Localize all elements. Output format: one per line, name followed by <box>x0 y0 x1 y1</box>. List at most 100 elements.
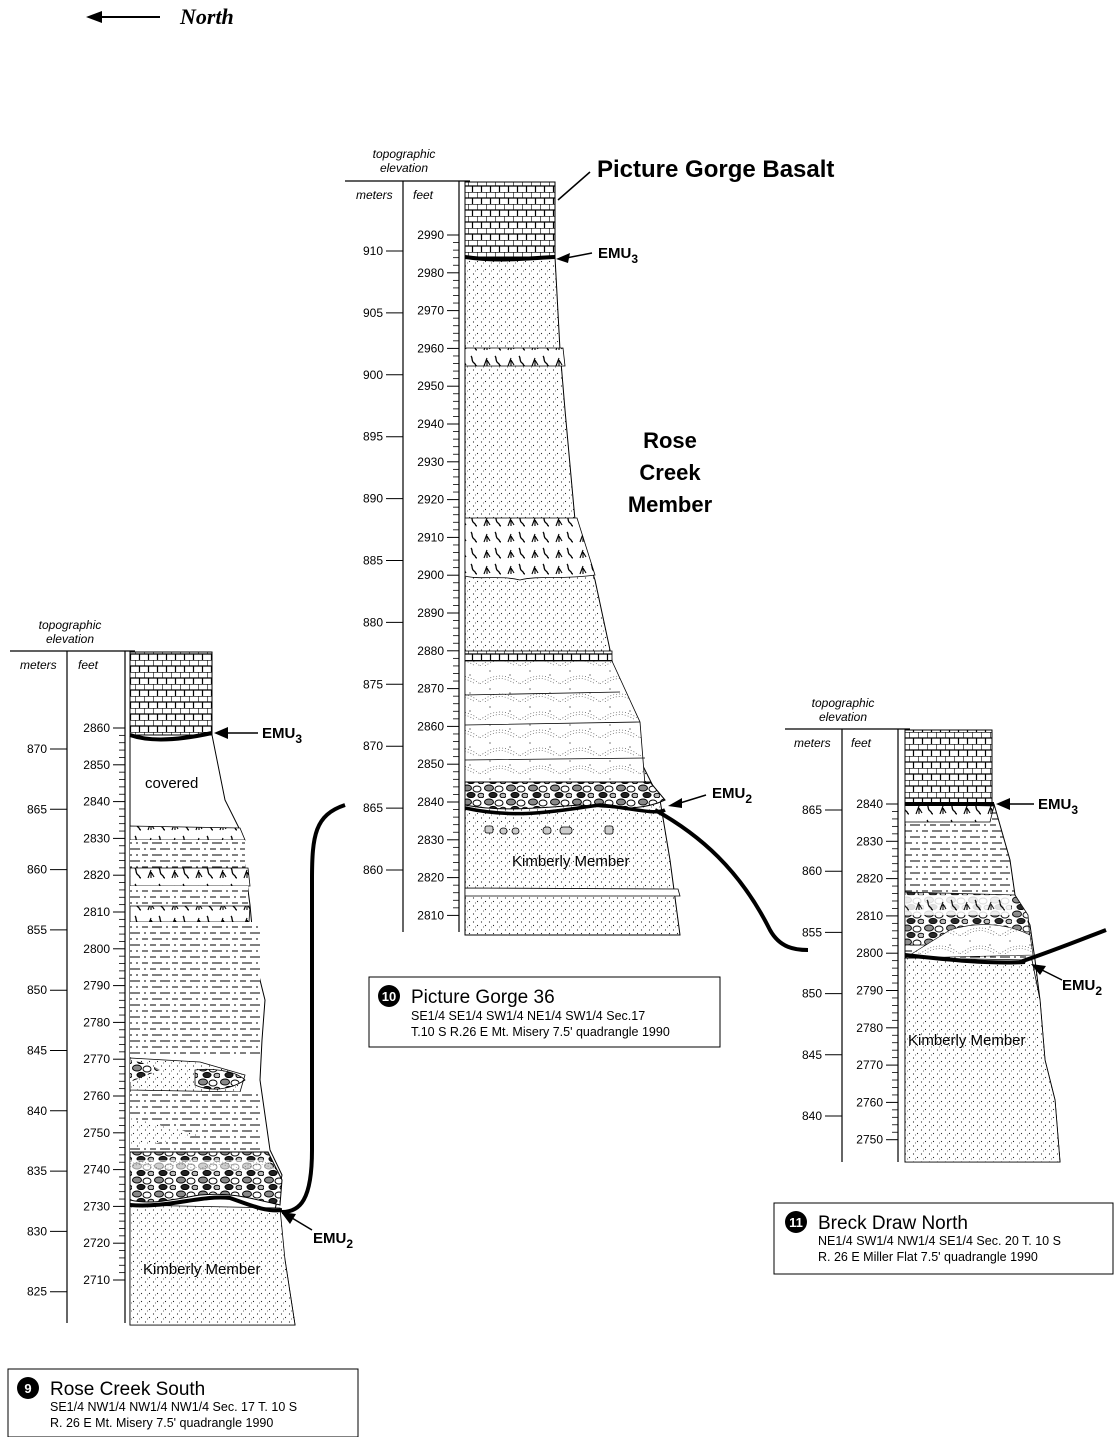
section-9-emu2-arrow <box>281 1212 313 1231</box>
feet-tick-label: 2790 <box>83 979 110 993</box>
section-9-caption: 9 Rose Creek South SE1/4 NW1/4 NW1/4 NW1… <box>7 1368 359 1437</box>
feet-tick-label: 2760 <box>856 1095 883 1109</box>
meter-tick-label: 840 <box>802 1109 822 1123</box>
axis-header-line2: elevation <box>819 710 867 724</box>
meter-tick-label: 900 <box>363 368 383 382</box>
axis-feet-label: feet <box>78 658 99 672</box>
meter-tick-label: 860 <box>27 863 47 877</box>
section-10-emu2-arrow <box>668 794 707 808</box>
section-number-badge <box>17 1377 39 1399</box>
basalt-pointer <box>557 171 591 201</box>
section-11-kimberly-label: Kimberly Member <box>908 1032 1026 1049</box>
feet-tick-label: 2730 <box>83 1199 110 1213</box>
meter-tick-label: 880 <box>363 615 383 629</box>
section-11-emu3-arrow <box>996 798 1034 810</box>
section-location-line2: T.10 S R.26 E Mt. Misery 7.5' quadrangle… <box>411 1025 670 1039</box>
section-number: 10 <box>382 989 396 1004</box>
feet-tick-label: 2860 <box>83 721 110 735</box>
feet-tick-label: 2770 <box>83 1052 110 1066</box>
feet-tick-label: 2780 <box>83 1015 110 1029</box>
feet-tick-label: 2840 <box>83 795 110 809</box>
feet-tick-label: 2710 <box>83 1273 110 1287</box>
axis-header-line1: topographic <box>39 618 102 632</box>
feet-tick-label: 2820 <box>83 868 110 882</box>
section-location-line2: R. 26 E Mt. Misery 7.5' quadrangle 1990 <box>50 1416 273 1430</box>
feet-tick-label: 2840 <box>856 797 883 811</box>
emu2-correlation-line-right <box>1019 928 1107 964</box>
section-number-badge <box>785 1211 807 1233</box>
meter-tick-label: 865 <box>802 803 822 817</box>
section-location-line1: NE1/4 SW1/4 NW1/4 SE1/4 Sec. 20 T. 10 S <box>818 1234 1061 1248</box>
meter-tick-label: 870 <box>27 742 47 756</box>
feet-tick-label: 2850 <box>83 758 110 772</box>
section-location-line1: SE1/4 SE1/4 SW1/4 NE1/4 SW1/4 Sec.17 <box>411 1009 645 1023</box>
feet-tick-label: 2940 <box>417 417 444 431</box>
feet-tick-label: 2830 <box>83 831 110 845</box>
meter-tick-label: 845 <box>802 1048 822 1062</box>
feet-tick-label: 2750 <box>856 1133 883 1147</box>
meter-tick-label: 860 <box>802 864 822 878</box>
section-9-column: topographic elevation meters feet <box>10 618 296 1326</box>
section-11-emu2-arrow <box>1031 964 1063 981</box>
meter-tick-label: 855 <box>802 925 822 939</box>
meter-tick-label: 860 <box>363 863 383 877</box>
feet-tick-label: 2950 <box>417 379 444 393</box>
section-name: Breck Draw North <box>818 1213 968 1234</box>
axis-header-line1: topographic <box>812 696 875 710</box>
member-label-line2: Creek <box>639 460 701 485</box>
section-11-emu3-label: EMU3 <box>1038 796 1078 817</box>
north-arrow <box>86 11 160 23</box>
meter-tick-label: 895 <box>363 430 383 444</box>
north-label: North <box>179 4 234 29</box>
section-11-emu2-label: EMU2 <box>1062 977 1102 998</box>
feet-tick-label: 2870 <box>417 682 444 696</box>
section-number: 11 <box>789 1215 803 1230</box>
feet-tick-label: 2810 <box>83 905 110 919</box>
feet-tick-label: 2820 <box>417 871 444 885</box>
member-label-line1: Rose <box>643 428 697 453</box>
feet-tick-label: 2810 <box>856 909 883 923</box>
feet-tick-label: 2720 <box>83 1236 110 1250</box>
meter-tick-label: 870 <box>363 739 383 753</box>
feet-tick-label: 2850 <box>417 757 444 771</box>
feet-tick-label: 2830 <box>417 833 444 847</box>
section-9-emu3-arrow <box>214 727 258 739</box>
axis-meters-label: meters <box>794 736 831 750</box>
section-name: Picture Gorge 36 <box>411 987 555 1008</box>
section-name: Rose Creek South <box>50 1379 205 1400</box>
axis-header-line2: elevation <box>380 161 428 175</box>
axis-header-line1: topographic <box>373 147 436 161</box>
meter-tick-label: 850 <box>802 987 822 1001</box>
section-11-caption: 11 Breck Draw North NE1/4 SW1/4 NW1/4 SE… <box>773 1202 1114 1275</box>
feet-tick-label: 2770 <box>856 1058 883 1072</box>
axis-header-line2: elevation <box>46 632 94 646</box>
feet-tick-label: 2740 <box>83 1163 110 1177</box>
formation-label: Picture Gorge Basalt <box>597 156 834 183</box>
feet-tick-label: 2800 <box>83 942 110 956</box>
feet-tick-label: 2800 <box>856 946 883 960</box>
axis-feet-label: feet <box>413 188 434 202</box>
axis-meters-label: meters <box>356 188 393 202</box>
feet-tick-label: 2960 <box>417 341 444 355</box>
feet-tick-label: 2920 <box>417 493 444 507</box>
meter-tick-label: 865 <box>363 801 383 815</box>
feet-tick-label: 2760 <box>83 1089 110 1103</box>
section-9-kimberly-label: Kimberly Member <box>143 1261 261 1278</box>
meter-tick-label: 850 <box>27 983 47 997</box>
section-10-emu3-label: EMU3 <box>598 245 638 266</box>
feet-tick-label: 2970 <box>417 304 444 318</box>
meter-tick-label: 855 <box>27 923 47 937</box>
section-9-emu2-label: EMU2 <box>313 1230 353 1251</box>
feet-tick-label: 2910 <box>417 530 444 544</box>
section-10-kimberly-label: Kimberly Member <box>512 853 630 870</box>
feet-tick-label: 2810 <box>417 908 444 922</box>
meter-tick-label: 830 <box>27 1224 47 1238</box>
feet-tick-label: 2830 <box>856 834 883 848</box>
feet-tick-label: 2860 <box>417 719 444 733</box>
section-number-badge <box>378 985 400 1007</box>
meter-tick-label: 890 <box>363 492 383 506</box>
feet-tick-label: 2880 <box>417 644 444 658</box>
feet-tick-label: 2930 <box>417 455 444 469</box>
section-11-ticks: 8658608558508458402840283028202810280027… <box>802 797 898 1147</box>
member-label-line3: Member <box>628 492 713 517</box>
